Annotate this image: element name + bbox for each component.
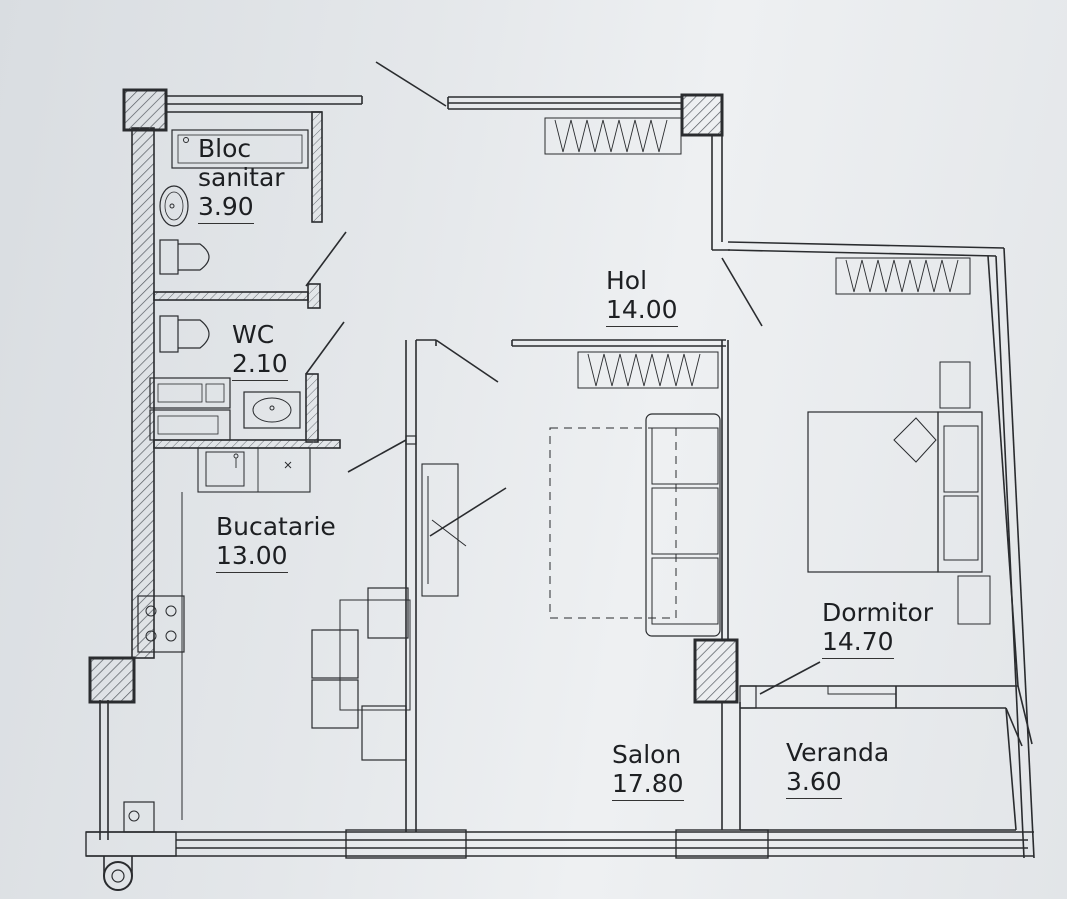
kitchen-counter [197, 447, 311, 493]
label-salon: Salon 17.80 [612, 740, 684, 801]
column-top-left [122, 88, 168, 132]
hol-name: Hol [606, 266, 648, 295]
dormitor-name: Dormitor [822, 598, 934, 627]
dormitor-outer-wall [727, 241, 1035, 859]
wc-name: WC [232, 320, 275, 349]
radiator-salon [577, 351, 719, 389]
dormitor-door-leaf [721, 257, 763, 327]
salon-door-leaf-top [435, 339, 499, 383]
wardrobe-salon [421, 463, 467, 597]
bloc-sanitar-area: 3.90 [198, 192, 254, 224]
sink-bathroom [159, 185, 189, 227]
label-dormitor: Dormitor 14.70 [822, 598, 933, 659]
dining-set [311, 587, 411, 761]
wall-dormitor-veranda [739, 685, 1033, 747]
column-top-middle [680, 93, 724, 137]
label-veranda: Veranda 3.60 [786, 738, 889, 799]
wc-right-wall [305, 373, 319, 443]
hol-area: 14.00 [606, 295, 678, 327]
label-bloc-sanitar: Bloc sanitar 3.90 [198, 134, 285, 224]
boiler [103, 801, 155, 891]
veranda-outer-wall [740, 707, 1017, 831]
bloc-sanitar-name-1: Bloc [198, 134, 252, 163]
dormitor-area: 14.70 [822, 627, 894, 659]
label-wc: WC 2.10 [232, 320, 288, 381]
bed [807, 361, 991, 625]
salon-door-leaf-bottom [429, 487, 507, 537]
veranda-area: 3.60 [786, 767, 842, 799]
wall-wc-kitchen [153, 439, 341, 449]
sofa [549, 413, 721, 637]
column-center-lower [693, 638, 739, 704]
column-left-lower [88, 656, 136, 704]
laundry-units [149, 377, 231, 441]
label-bucatarie: Bucatarie 13.00 [216, 512, 336, 573]
left-exterior-wall [99, 127, 155, 840]
veranda-door-leaf [759, 661, 821, 695]
wall-salon-dormitor [721, 340, 741, 830]
salon-area: 17.80 [612, 769, 684, 801]
toilet-wc [159, 315, 210, 353]
top-wall-bathroom [166, 95, 363, 113]
radiator-hol [544, 117, 682, 155]
bucatarie-name: Bucatarie [216, 512, 336, 541]
wall-hol-salon [511, 339, 726, 347]
bloc-sanitar-name-2: sanitar [198, 163, 285, 192]
salon-name: Salon [612, 740, 682, 769]
hol-right-wall [711, 135, 730, 251]
entrance-door-leaf [375, 61, 447, 107]
bathroom-door-leaf [305, 231, 347, 287]
wc-area: 2.10 [232, 349, 288, 381]
wall-bath-wc [153, 283, 321, 309]
wc-door-leaf [305, 321, 345, 375]
bathroom-right-wall [311, 111, 323, 223]
toilet-bathroom [159, 239, 210, 275]
kitchen-door-leaf [347, 439, 407, 473]
top-wall-window [447, 96, 682, 110]
sink-wc [243, 391, 301, 429]
veranda-name: Veranda [786, 738, 890, 767]
stove [137, 595, 185, 653]
wall-kitchen-salon [405, 339, 437, 832]
bottom-exterior-wall [85, 829, 1034, 859]
bathtub [171, 129, 309, 169]
radiator-dormitor [835, 257, 971, 295]
label-hol: Hol 14.00 [606, 266, 678, 327]
bucatarie-area: 13.00 [216, 541, 288, 573]
